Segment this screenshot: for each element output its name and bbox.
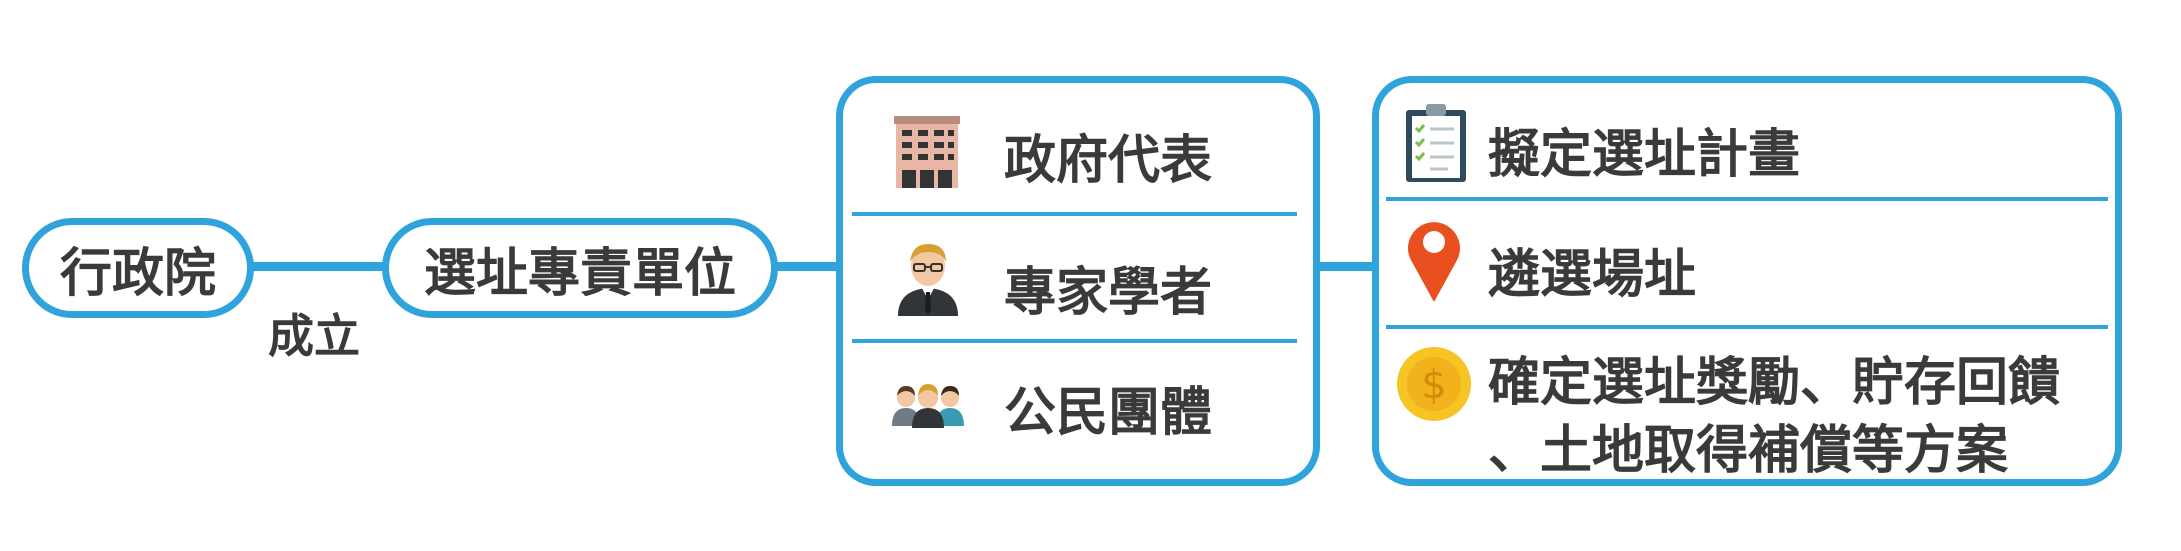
members-divider-2 <box>852 339 1297 343</box>
node-site-selection-unit-label: 選址專責單位 <box>423 243 736 304</box>
member-label-civil-groups: 公民團體 <box>1004 383 1213 443</box>
node-executive-yuan: 行政院 <box>22 218 254 318</box>
task-label-plan: 擬定選址計畫 <box>1488 125 1801 185</box>
edge-label-establish: 成立 <box>268 309 360 363</box>
member-label-experts: 專家學者 <box>1004 263 1213 323</box>
node-executive-yuan-label: 行政院 <box>59 243 216 304</box>
building-icon <box>894 116 960 188</box>
clipboard-icon <box>1406 104 1466 182</box>
task-label-site-selection: 遴選場址 <box>1488 245 1697 305</box>
coin-icon: $ <box>1397 347 1471 421</box>
group-icon <box>892 384 964 428</box>
expert-icon <box>898 244 958 316</box>
connector-members-tasks <box>1314 262 1374 271</box>
connector-unit-members <box>770 262 840 271</box>
location-pin-icon <box>1408 222 1460 302</box>
node-site-selection-unit: 選址專責單位 <box>382 218 778 318</box>
task-label-incentives-line2: 、土地取得補償等方案 <box>1488 421 2009 481</box>
member-label-government: 政府代表 <box>1004 131 1213 191</box>
tasks-box <box>1372 76 2122 486</box>
tasks-divider-1 <box>1386 197 2108 201</box>
tasks-divider-2 <box>1386 325 2108 329</box>
members-divider-1 <box>852 212 1297 216</box>
connector-root-unit <box>248 262 388 271</box>
task-label-incentives-line1: 確定選址獎勵、貯存回饋 <box>1488 353 2061 413</box>
svg-text:$: $ <box>1421 362 1446 408</box>
